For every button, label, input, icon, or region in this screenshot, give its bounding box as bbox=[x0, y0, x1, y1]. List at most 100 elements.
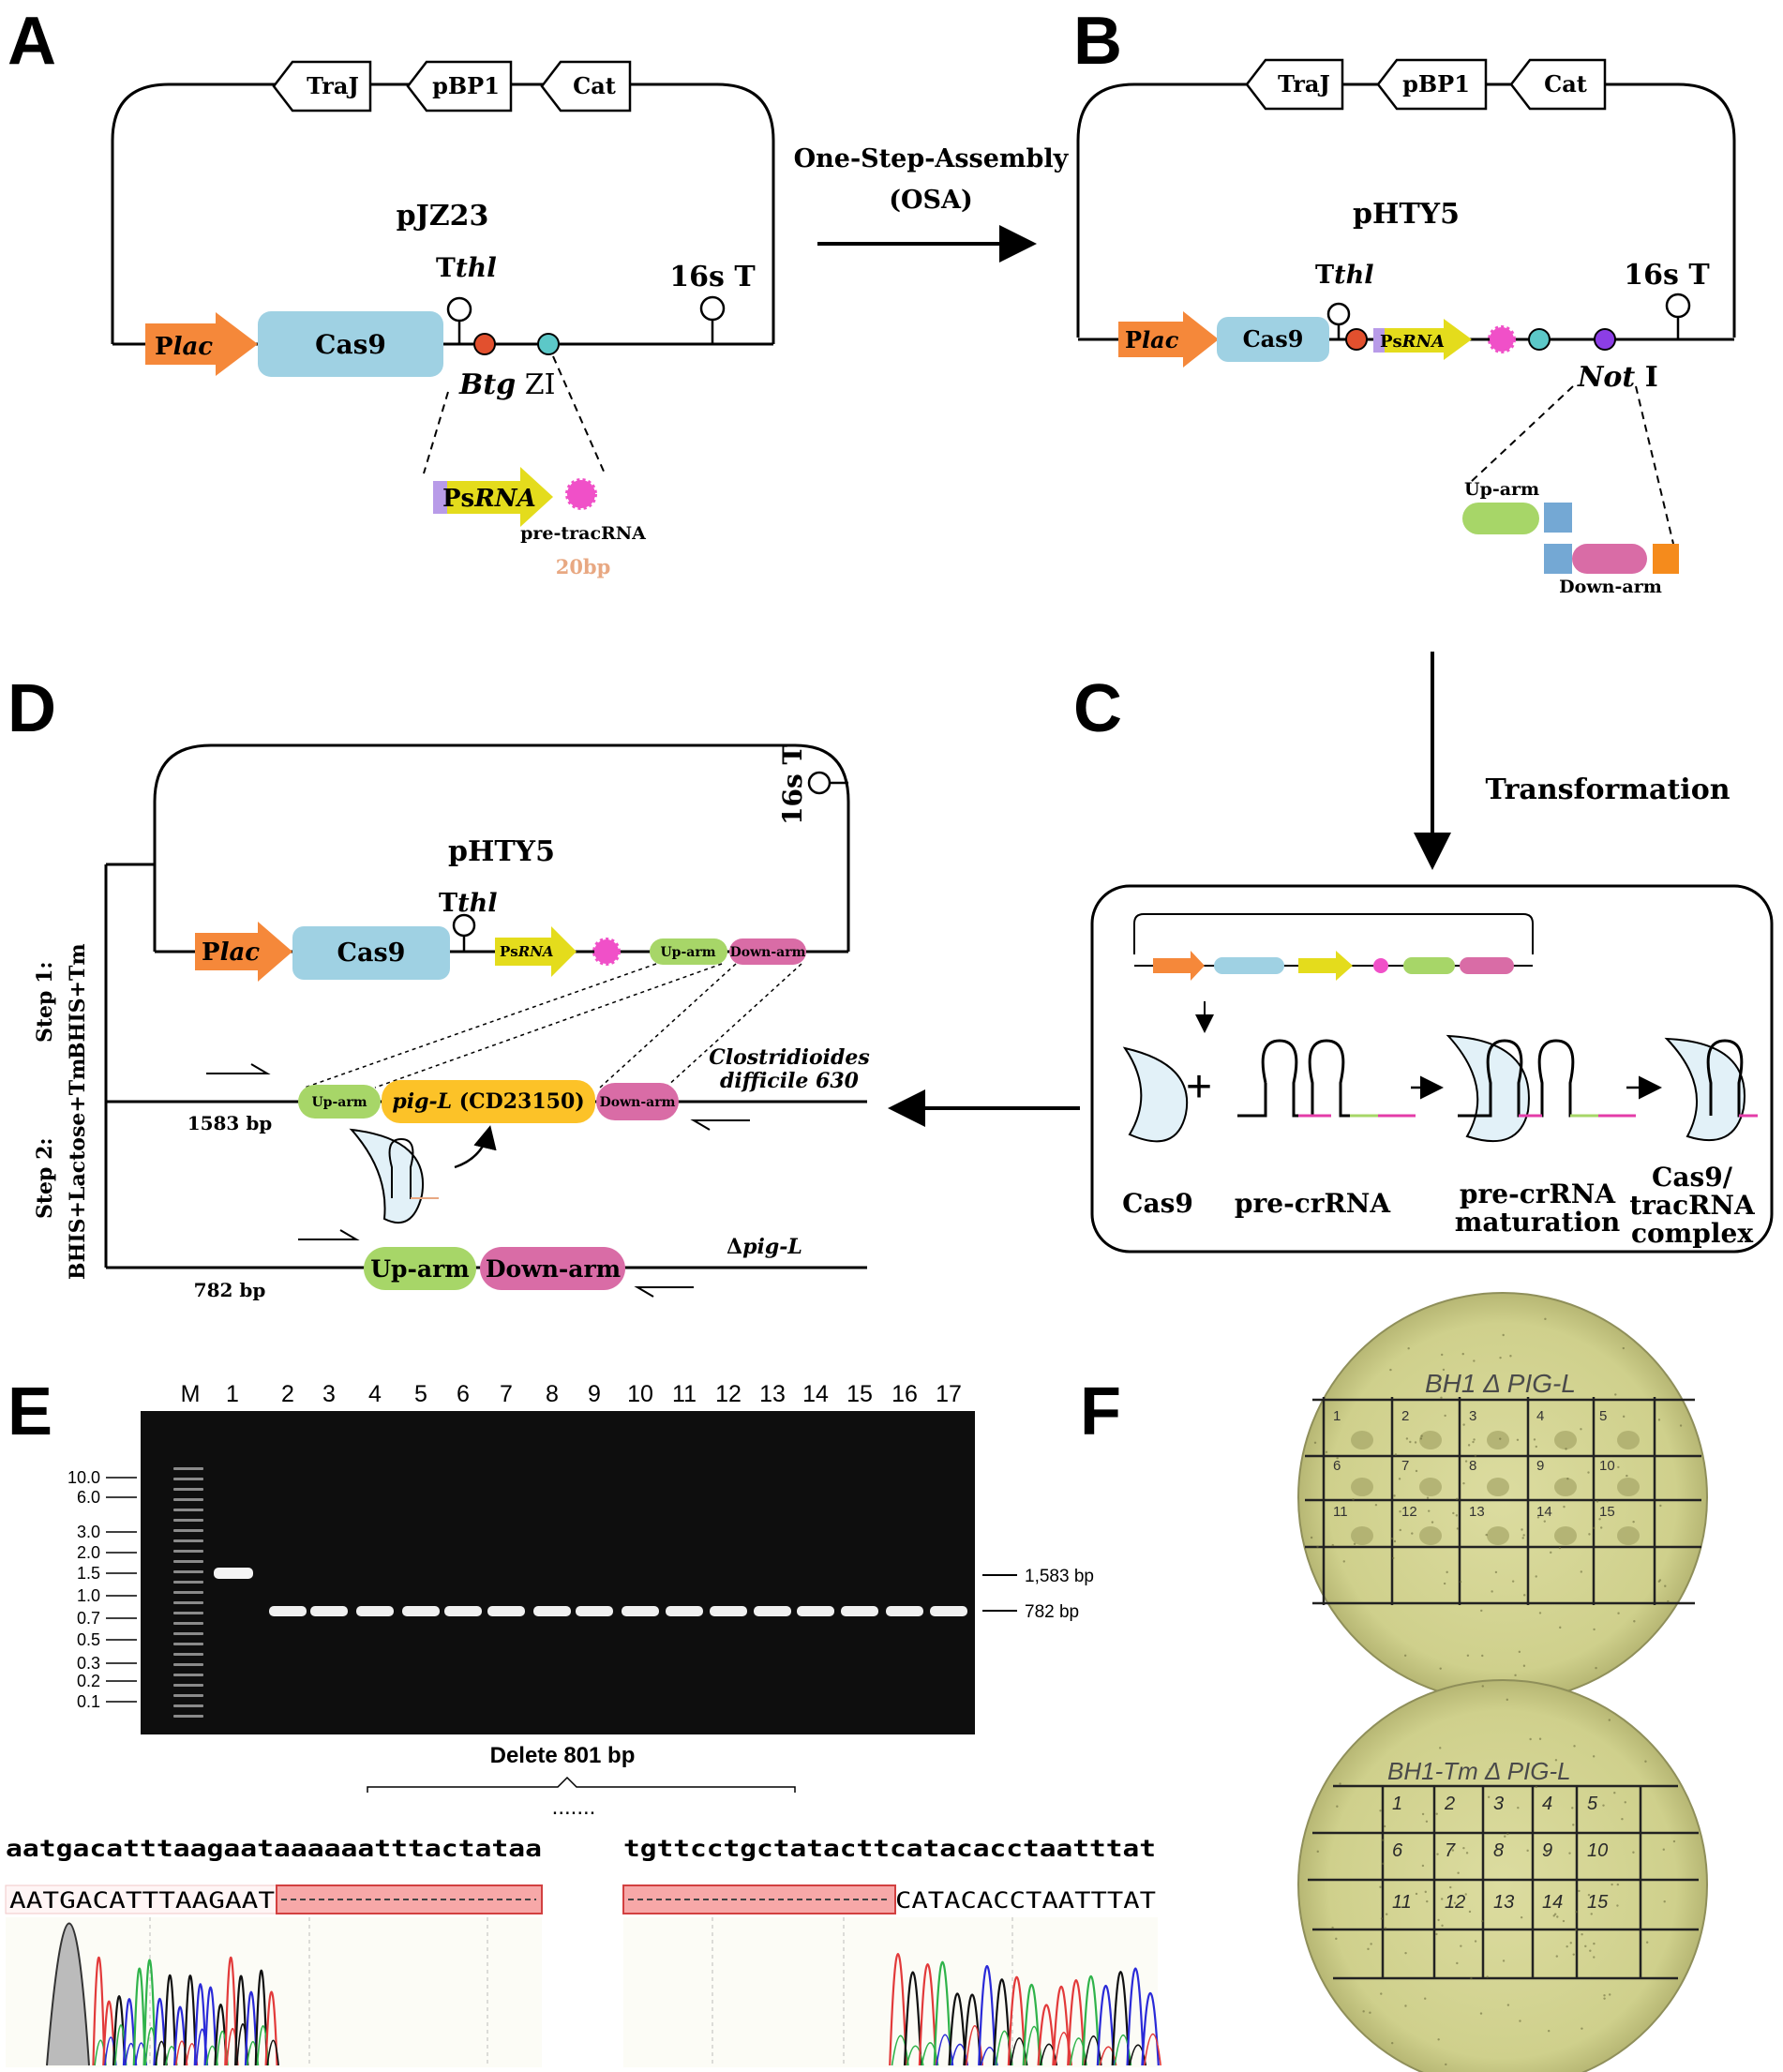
colony-number: 13 bbox=[1469, 1504, 1485, 1520]
plate-speck bbox=[1568, 1852, 1571, 1854]
gel-lane-label: 5 bbox=[414, 1381, 427, 1407]
transformation-arrow: Transformation bbox=[1414, 652, 1731, 870]
colony bbox=[1487, 1478, 1509, 1496]
btgzi-site-b bbox=[1345, 328, 1368, 351]
plate-speck bbox=[1435, 1932, 1438, 1936]
chromatogram-peak bbox=[1040, 2043, 1058, 2066]
gel-lane-label: 8 bbox=[546, 1381, 559, 1407]
colony bbox=[1419, 1431, 1442, 1449]
plate-speck bbox=[1556, 1915, 1559, 1918]
band-lane bbox=[886, 1606, 923, 1616]
uparm-chrom bbox=[298, 1085, 381, 1119]
plate-speck bbox=[1414, 1441, 1417, 1444]
downarm-big bbox=[480, 1247, 625, 1290]
plate-speck bbox=[1481, 1919, 1484, 1923]
plate-speck bbox=[1409, 1440, 1412, 1444]
plate-speck bbox=[1353, 1542, 1356, 1545]
mini-tracrna-c bbox=[1373, 958, 1388, 973]
chromatogram-peak bbox=[173, 2005, 187, 2066]
plate-speck bbox=[1573, 1745, 1576, 1748]
plate-speck bbox=[1566, 1944, 1568, 1948]
plate-speck bbox=[1596, 1500, 1599, 1503]
ladder-band bbox=[173, 1550, 203, 1553]
colony bbox=[1554, 1526, 1577, 1545]
plate-speck bbox=[1572, 1953, 1575, 1956]
plate-speck bbox=[1381, 1839, 1385, 1841]
panel-c: + Cas9 pre-crRNA pre-crRNA maturation Ca… bbox=[1090, 884, 1774, 1254]
cas9-label-d: Cas9 bbox=[337, 938, 406, 968]
plate-speck bbox=[1662, 1848, 1665, 1851]
cat-gene-b bbox=[1509, 58, 1607, 111]
gel-lane-label: 15 bbox=[847, 1381, 873, 1407]
cyan-site-b bbox=[1528, 328, 1551, 351]
seq-bot-right: CATACACCTAATTTAT bbox=[895, 1887, 1156, 1914]
plate-speck bbox=[1550, 1551, 1552, 1554]
colony bbox=[1351, 1478, 1373, 1496]
band-lane bbox=[402, 1606, 440, 1616]
plate-speck bbox=[1559, 1626, 1562, 1629]
orange-flank-b bbox=[1653, 544, 1679, 574]
psrna-promoter-box-b bbox=[1373, 328, 1385, 353]
plate-speck bbox=[1580, 1428, 1582, 1431]
colony-number: 12 bbox=[1401, 1504, 1417, 1520]
plate-speck bbox=[1645, 1941, 1649, 1944]
downarm-label-b: Down-arm bbox=[1559, 577, 1662, 597]
plate-speck bbox=[1593, 1526, 1596, 1530]
ladder-band bbox=[173, 1478, 203, 1480]
plate-speck bbox=[1441, 1898, 1444, 1900]
plate-speck bbox=[1621, 1818, 1624, 1821]
psrna-arrow-a bbox=[447, 467, 553, 527]
trai-label: TraJ bbox=[307, 72, 359, 99]
bp782-label: 782 bp bbox=[194, 1279, 266, 1301]
colony bbox=[1617, 1431, 1640, 1449]
plac-label-b: Plac bbox=[1125, 326, 1179, 353]
plate-speck bbox=[1457, 1871, 1460, 1874]
panel-label-a: A bbox=[7, 4, 56, 79]
plate-speck bbox=[1580, 1570, 1583, 1573]
plate-cell-number: 7 bbox=[1445, 1840, 1456, 1861]
organism-line2: difficile 630 bbox=[720, 1069, 860, 1093]
chromatogram-peak bbox=[132, 1967, 146, 2066]
plate-speck bbox=[1456, 1961, 1459, 1965]
plasmid-d-name: pHTY5 bbox=[448, 835, 555, 868]
ladder-band bbox=[173, 1539, 203, 1542]
plate-speck bbox=[1382, 1862, 1385, 1866]
band-lane bbox=[533, 1606, 571, 1616]
ladder-band bbox=[173, 1591, 203, 1594]
plate-speck bbox=[1415, 1469, 1418, 1473]
plasmid-b-name: pHTY5 bbox=[1353, 198, 1460, 231]
plate-speck bbox=[1424, 1997, 1427, 2000]
band-lane bbox=[622, 1606, 659, 1616]
pretracrna-label: pre-tracRNA bbox=[520, 523, 646, 544]
plate-speck bbox=[1555, 1955, 1559, 1958]
plate-speck bbox=[1609, 1993, 1611, 1996]
plate-speck bbox=[1533, 1438, 1536, 1441]
plate-speck bbox=[1468, 1910, 1472, 1914]
gel-lane-label: 2 bbox=[281, 1381, 294, 1407]
seq-top-right: tgttcctgctatacttcatacacctaatttat bbox=[623, 1835, 1156, 1862]
plate-speck bbox=[1626, 1474, 1628, 1478]
delta-pigl-label: Δpig-L bbox=[727, 1235, 802, 1259]
ladder-band bbox=[173, 1488, 203, 1491]
transformation-label: Transformation bbox=[1485, 773, 1730, 806]
plate-speck bbox=[1558, 1546, 1562, 1550]
chromatogram-peak bbox=[1054, 2032, 1072, 2066]
osa-line2: (OSA) bbox=[889, 186, 973, 215]
bp1583-label: 1583 bp bbox=[187, 1112, 273, 1134]
plate-speck bbox=[1462, 1846, 1465, 1850]
plate-cell-number: 4 bbox=[1542, 1794, 1552, 1814]
gel-lane-label: 16 bbox=[892, 1381, 918, 1407]
plate-speck bbox=[1664, 1584, 1667, 1587]
ladder-band bbox=[173, 1663, 203, 1666]
plate-speck bbox=[1453, 1901, 1457, 1904]
psrna-promoter-box-a bbox=[433, 481, 447, 514]
plate-cell-number: 1 bbox=[1392, 1794, 1402, 1814]
colony bbox=[1554, 1478, 1577, 1496]
plate-bottom bbox=[1297, 1679, 1708, 2072]
organism-line1: Clostridioides bbox=[709, 1045, 870, 1070]
plate-speck bbox=[1679, 1424, 1683, 1427]
uparm-label-d: Up-arm bbox=[660, 945, 715, 960]
plate-speck bbox=[1611, 1883, 1613, 1886]
downarm-chrom bbox=[596, 1083, 679, 1120]
